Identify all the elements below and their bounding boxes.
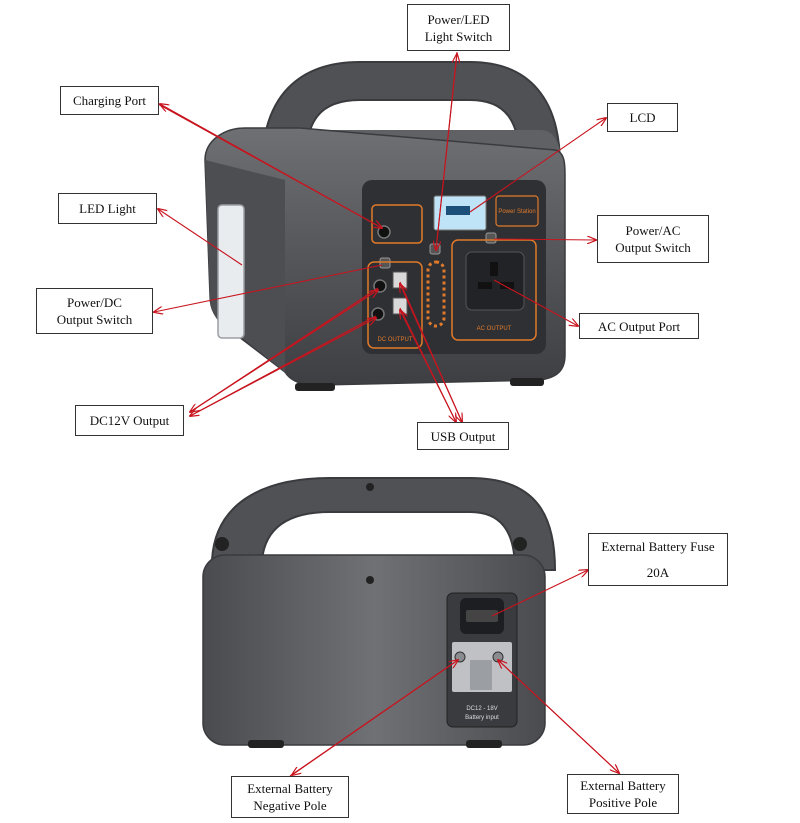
label-charging-port: Charging Port	[60, 86, 159, 115]
front-power-station: Power Station DC OUTPUT AC OUTPUT	[204, 61, 566, 391]
label-line: Light Switch	[424, 28, 493, 44]
leader-charging-port-back	[160, 104, 383, 229]
leader-led-light	[158, 209, 243, 266]
leader-positive-b	[497, 659, 619, 773]
leader-usb-1b	[400, 284, 463, 423]
label-line: 20A	[646, 564, 670, 580]
label-led-light: LED Light	[58, 193, 157, 224]
leader-dc12v-1b	[189, 290, 378, 413]
leader-lcd	[469, 118, 606, 213]
label-line: External Battery	[247, 781, 333, 796]
label-line: Output Switch	[615, 240, 691, 255]
back-power-station: DC12 - 18V Battery input	[202, 477, 557, 748]
panel-battery-input-text: Battery input	[465, 715, 499, 721]
back-handle	[210, 477, 557, 571]
label-ext-battery-positive: External Battery Positive Pole	[567, 774, 679, 814]
leader-power-dc	[154, 264, 383, 312]
panel-power-station-text: Power Station	[498, 209, 535, 215]
leader-negative-b	[292, 659, 459, 775]
label-line: LCD	[629, 110, 656, 125]
label-line: AC Output Port	[597, 318, 681, 334]
label-power-ac-switch: Power/AC Output Switch	[597, 215, 709, 263]
power-led-switch	[429, 243, 441, 255]
panel-dc-output-text: DC OUTPUT	[378, 337, 413, 343]
usb-port-2	[392, 297, 408, 315]
panel-dc-battery-text: DC12 - 18V	[466, 706, 497, 712]
leader-dc12v-2b	[189, 318, 376, 417]
leader-power-ac	[493, 239, 596, 240]
label-ext-battery-fuse: External Battery Fuse 20A	[588, 533, 728, 586]
leader-fuse	[491, 570, 588, 617]
label-line: Power/AC	[625, 223, 681, 238]
panel-ac-output-text: AC OUTPUT	[477, 326, 512, 332]
leader-usb-2b	[400, 310, 457, 423]
label-line: External Battery	[580, 778, 666, 793]
dc-port-2	[371, 307, 385, 321]
label-usb-output: USB Output	[417, 422, 509, 450]
charging-port	[377, 225, 391, 239]
label-line: Power/DC	[67, 295, 122, 310]
label-lcd: LCD	[607, 103, 678, 132]
label-line: Output Switch	[56, 312, 133, 327]
label-line: USB Output	[430, 428, 496, 444]
label-line: DC12V Output	[89, 413, 170, 428]
led-light-panel	[217, 204, 245, 339]
label-line: Charging Port	[72, 93, 147, 108]
label-line: Negative Pole	[253, 798, 327, 813]
label-power-led-switch: Power/LED Light Switch	[407, 4, 510, 51]
label-dc12v-output: DC12V Output	[75, 405, 184, 436]
power-dc-switch	[379, 257, 391, 269]
leader-lines	[154, 51, 620, 776]
dc-port-1	[373, 279, 387, 293]
label-power-dc-switch: Power/DC Output Switch	[36, 288, 153, 334]
label-line: External Battery Fuse	[601, 539, 715, 555]
power-ac-switch	[485, 232, 497, 244]
label-line: Power/LED	[427, 11, 490, 27]
label-line: Positive Pole	[588, 795, 658, 810]
label-line: LED Light	[79, 201, 136, 216]
leader-ac-output	[493, 279, 578, 326]
usb-port-1	[392, 271, 408, 289]
label-ext-battery-negative: External Battery Negative Pole	[231, 776, 349, 818]
label-ac-output-port: AC Output Port	[579, 313, 699, 339]
leader-power-led-top	[435, 54, 457, 251]
